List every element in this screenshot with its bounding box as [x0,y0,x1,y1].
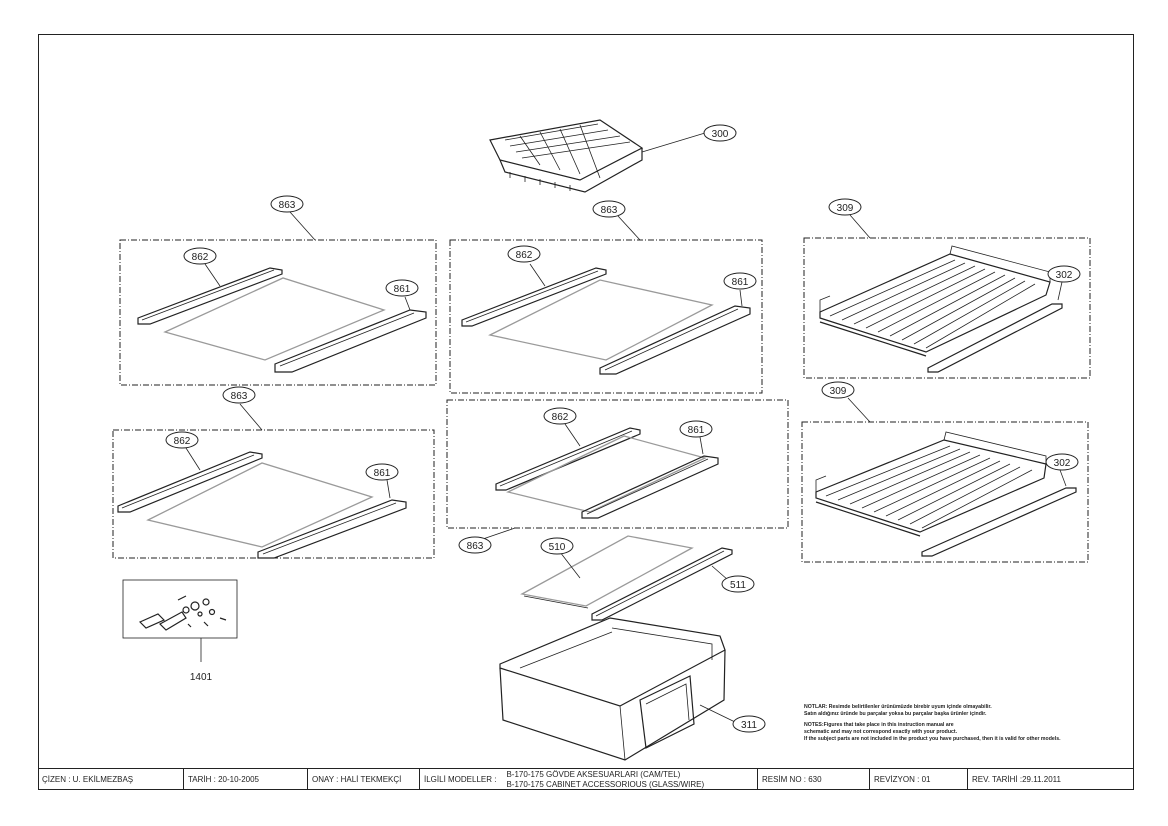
wire-shelf-assembly-b [801,397,1089,563]
callout-861-d: 861 [679,420,713,438]
callout-861-c: 861 [365,463,399,481]
note-en-line-1: NOTES:Figures that take place in this in… [804,722,954,728]
revision: REVİZYON : 01 [870,769,968,790]
model-title-tr: B-170-175 GÖVDE AKSESUARLARI (CAM/TEL) [506,769,681,779]
drawn-by: ÇİZEN : U. EKİLMEZBAŞ [38,769,184,790]
svg-text:302: 302 [1054,458,1071,469]
drawing-frame [38,34,1134,790]
svg-text:861: 861 [394,284,411,295]
revision-date: REV. TARİHİ :29.11.2011 [972,775,1061,784]
drawing-number: RESİM NO : 630 [758,769,870,790]
svg-text:309: 309 [830,386,847,397]
callout-862-b: 862 [507,245,541,263]
note-tr-line-2: Satın aldığınız üründe bu parçalar yoksa… [804,711,987,717]
note-en-line-2: schematic and may not correspond exactly… [804,729,958,735]
svg-text:861: 861 [688,425,705,436]
svg-text:311: 311 [741,720,757,731]
glass-shelf-assembly-d [446,399,789,541]
callout-863-a: 863 [270,195,304,213]
callout-861-a: 861 [385,279,419,297]
model-title-en: B-170-175 CABINET ACCESSORIOUS (GLASS/WI… [506,779,705,789]
wire-shelf-assembly-a [803,214,1091,379]
crisper-drawer-311 [499,617,736,761]
related-models-label: İLGİLİ MODELLER : [424,775,497,784]
callout-863-c: 863 [222,386,256,404]
glass-shelf-assembly-c [112,403,435,559]
callout-862-c: 862 [165,431,199,449]
callout-510: 510 [540,537,574,555]
svg-text:862: 862 [552,412,569,423]
svg-text:300: 300 [712,129,729,140]
related-models: İLGİLİ MODELLER : B-170-175 GÖVDE AKSESU… [420,769,758,790]
drawing-notes: NOTLAR: Resimde belirtilenler ürünümüzde… [804,704,1134,743]
callout-863-b: 863 [592,200,626,218]
svg-text:302: 302 [1056,270,1073,281]
date: TARİH : 20-10-2005 [184,769,308,790]
callout-861-b: 861 [723,272,757,290]
callout-309-b: 309 [821,381,855,399]
label-1401: 1401 [190,672,213,683]
accessory-kit-1401 [122,579,238,662]
crisper-cover-510-511 [520,535,733,621]
svg-text:510: 510 [549,542,566,553]
approved-by: ONAY : HALİ TEKMEKÇİ [308,769,420,790]
svg-text:862: 862 [516,250,533,261]
svg-text:863: 863 [467,541,484,552]
svg-text:862: 862 [192,252,209,263]
svg-text:863: 863 [601,205,618,216]
callout-302-a: 302 [1047,265,1081,283]
note-en-line-3: If the subject parts are not included in… [804,736,1061,742]
svg-text:1401: 1401 [190,672,213,683]
svg-text:309: 309 [837,203,854,214]
callout-311: 311 [732,715,766,733]
svg-text:511: 511 [730,580,746,591]
svg-text:861: 861 [374,468,391,479]
callout-302-b: 302 [1045,453,1079,471]
callout-862-d: 862 [543,407,577,425]
glass-shelf-assembly-b [449,215,763,394]
callout-300: 300 [703,124,737,142]
svg-text:862: 862 [174,436,191,447]
svg-text:861: 861 [732,277,749,288]
svg-text:863: 863 [279,200,296,211]
callout-309-a: 309 [828,198,862,216]
title-block: ÇİZEN : U. EKİLMEZBAŞ TARİH : 20-10-2005… [38,768,1134,790]
note-tr-line-1: NOTLAR: Resimde belirtilenler ürünümüzde… [804,704,992,710]
callout-863-e: 863 [458,536,492,554]
glass-shelf-assembly-a [119,211,437,386]
callout-862-a: 862 [183,247,217,265]
ice-tray-300 [489,119,706,193]
svg-text:863: 863 [231,391,248,402]
callout-511: 511 [721,575,755,593]
